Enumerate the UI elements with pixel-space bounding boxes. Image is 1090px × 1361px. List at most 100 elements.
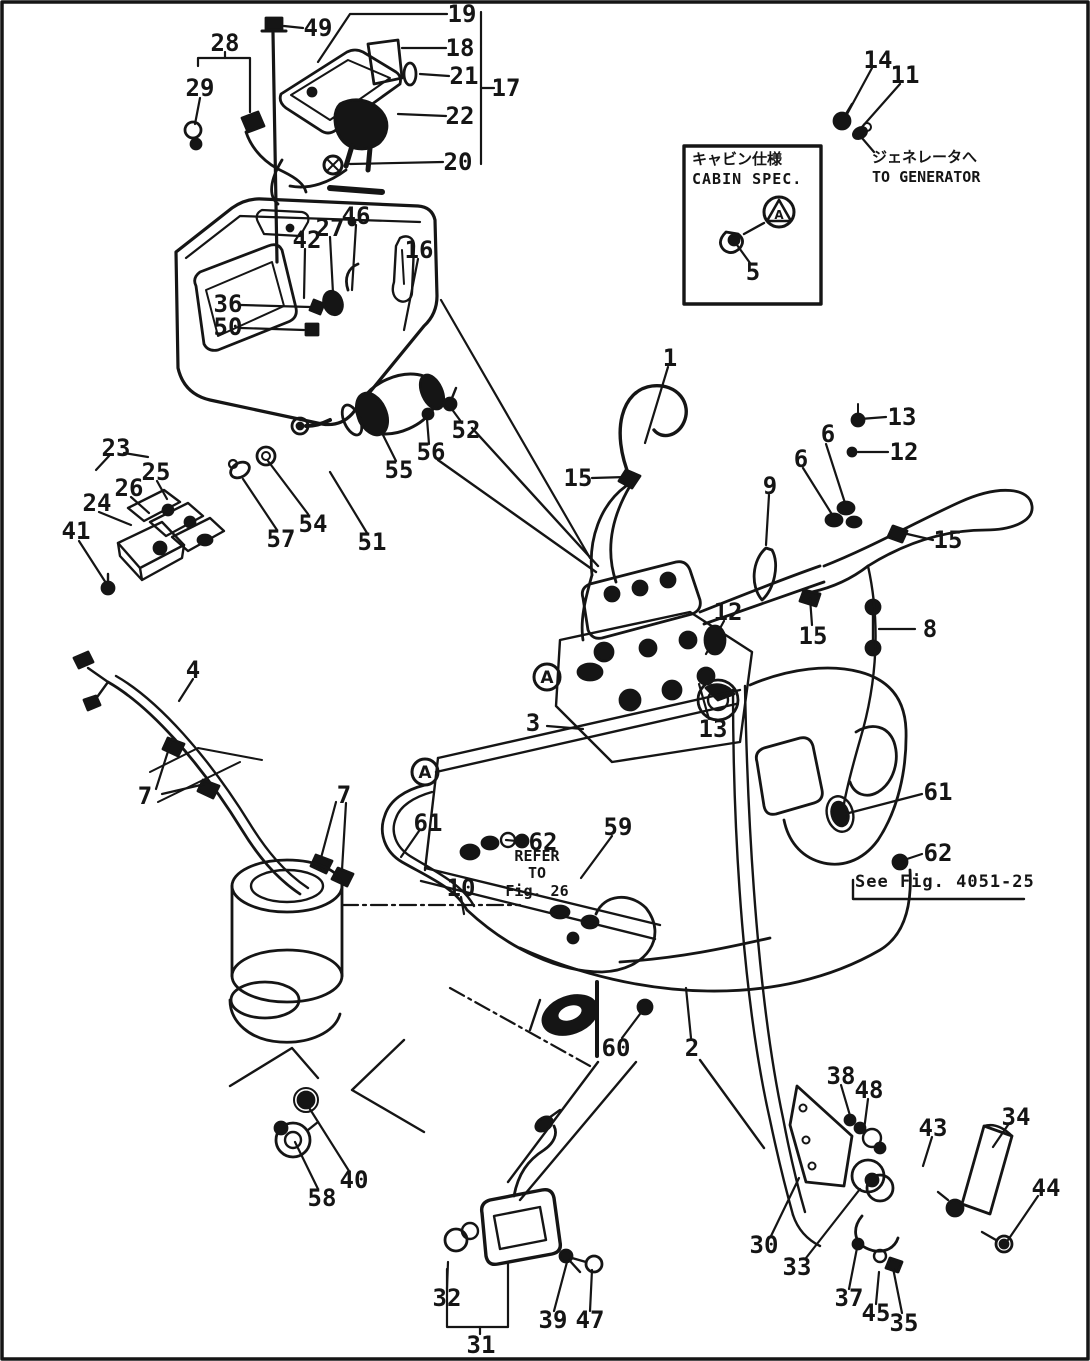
leader-line [340,801,348,872]
leader-line [177,677,195,703]
callout-19: 19 [448,0,477,28]
leader-line [402,257,420,332]
callout-30: 30 [750,1231,779,1259]
leader-line [380,431,398,463]
callout-55: 55 [385,456,414,484]
callout-12: 12 [714,598,743,626]
callout-6: 6 [794,445,808,473]
leader-line [316,12,449,64]
leader-line [449,406,464,425]
leader-line [991,1123,1010,1149]
leader-line [847,1246,859,1291]
callout-25: 25 [142,458,171,486]
callout-28: 28 [211,29,240,57]
leader-line [620,1008,645,1040]
to-generator-note-jp: ジェネレータへ [872,148,978,166]
leader-line [579,834,614,880]
callout-62: 62 [529,828,558,856]
leader-line [196,56,252,114]
callout-20: 20 [444,148,473,176]
callout-40: 40 [340,1166,369,1194]
callout-15: 15 [934,526,963,554]
leader-line [425,417,431,446]
section-marker-circle [532,662,562,692]
leader-line [858,415,888,421]
leader-line [860,82,902,129]
cabin-spec-box [682,144,823,306]
leader-line [266,459,310,516]
callout-5: 5 [746,258,760,286]
leader-line [459,895,466,916]
callout-57: 57 [267,525,296,553]
callout-7: 7 [138,782,152,810]
leader-line [193,96,202,126]
callout-44: 44 [1032,1174,1061,1202]
callout-52: 52 [452,416,481,444]
callout-42: 42 [293,226,322,254]
callout-37: 37 [835,1284,864,1312]
leader-line [801,466,835,518]
callout-leader-lines [77,10,1040,1336]
callout-56: 56 [417,438,446,466]
leader-line [891,1266,904,1315]
left-harness-drawing [72,650,355,896]
callout-54: 54 [299,510,328,538]
leader-line [901,531,935,542]
leader-line [545,724,585,731]
leader-line [769,1176,801,1238]
lamp-drawing [443,1108,604,1274]
to-generator-note-en: TO GENERATOR [872,168,981,186]
leader-line [697,682,711,721]
callout-41: 41 [62,517,91,545]
callout-61: 61 [924,778,953,806]
leader-line [306,1104,351,1173]
leader-line [860,136,876,154]
callout-51: 51 [358,528,387,556]
section-markers: AAA [410,195,796,787]
section-marker-letter: A [540,668,554,688]
leader-line [1006,1194,1040,1242]
callout-26: 26 [115,474,144,502]
callout-1: 1 [663,344,677,372]
callout-24: 24 [83,489,112,517]
callout-13: 13 [888,403,917,431]
leader-line [839,1083,853,1121]
leader-line [504,838,530,844]
cabin-spec-note-en: CABIN SPEC. [692,170,803,188]
callout-29: 29 [186,74,215,102]
leader-line [282,24,305,30]
see-fig-note: See Fig. 4051-25 [855,872,1035,892]
callout-46: 46 [342,202,371,230]
leader-line [704,619,726,656]
leader-line [590,475,628,480]
leader-line [643,365,670,445]
leader-line [328,470,369,535]
callout-36: 36 [214,290,243,318]
reservoir-assembly-drawing [183,16,418,264]
leader-line [684,986,693,1040]
leader-line [239,303,312,309]
callout-21: 21 [450,62,479,90]
axle-drawing [228,858,766,1202]
section-marker-circle [762,195,796,229]
section-marker-circle [410,757,440,787]
callout-22: 22 [446,102,475,130]
callout-38: 38 [827,1062,856,1090]
callout-23: 23 [102,434,131,462]
callout-34: 34 [1002,1103,1031,1131]
leader-line [804,1187,862,1260]
callout-15: 15 [564,464,593,492]
leader-line [122,451,150,459]
leader-line [241,477,279,532]
leader-line [154,740,173,791]
leader-line [874,1270,881,1306]
leader-line [764,493,771,547]
leader-line [921,1135,934,1168]
leader-line [862,1097,870,1132]
callout-45: 45 [862,1299,891,1327]
callout-59: 59 [604,813,633,841]
leader-line [735,243,752,265]
leader-line [552,1260,569,1313]
